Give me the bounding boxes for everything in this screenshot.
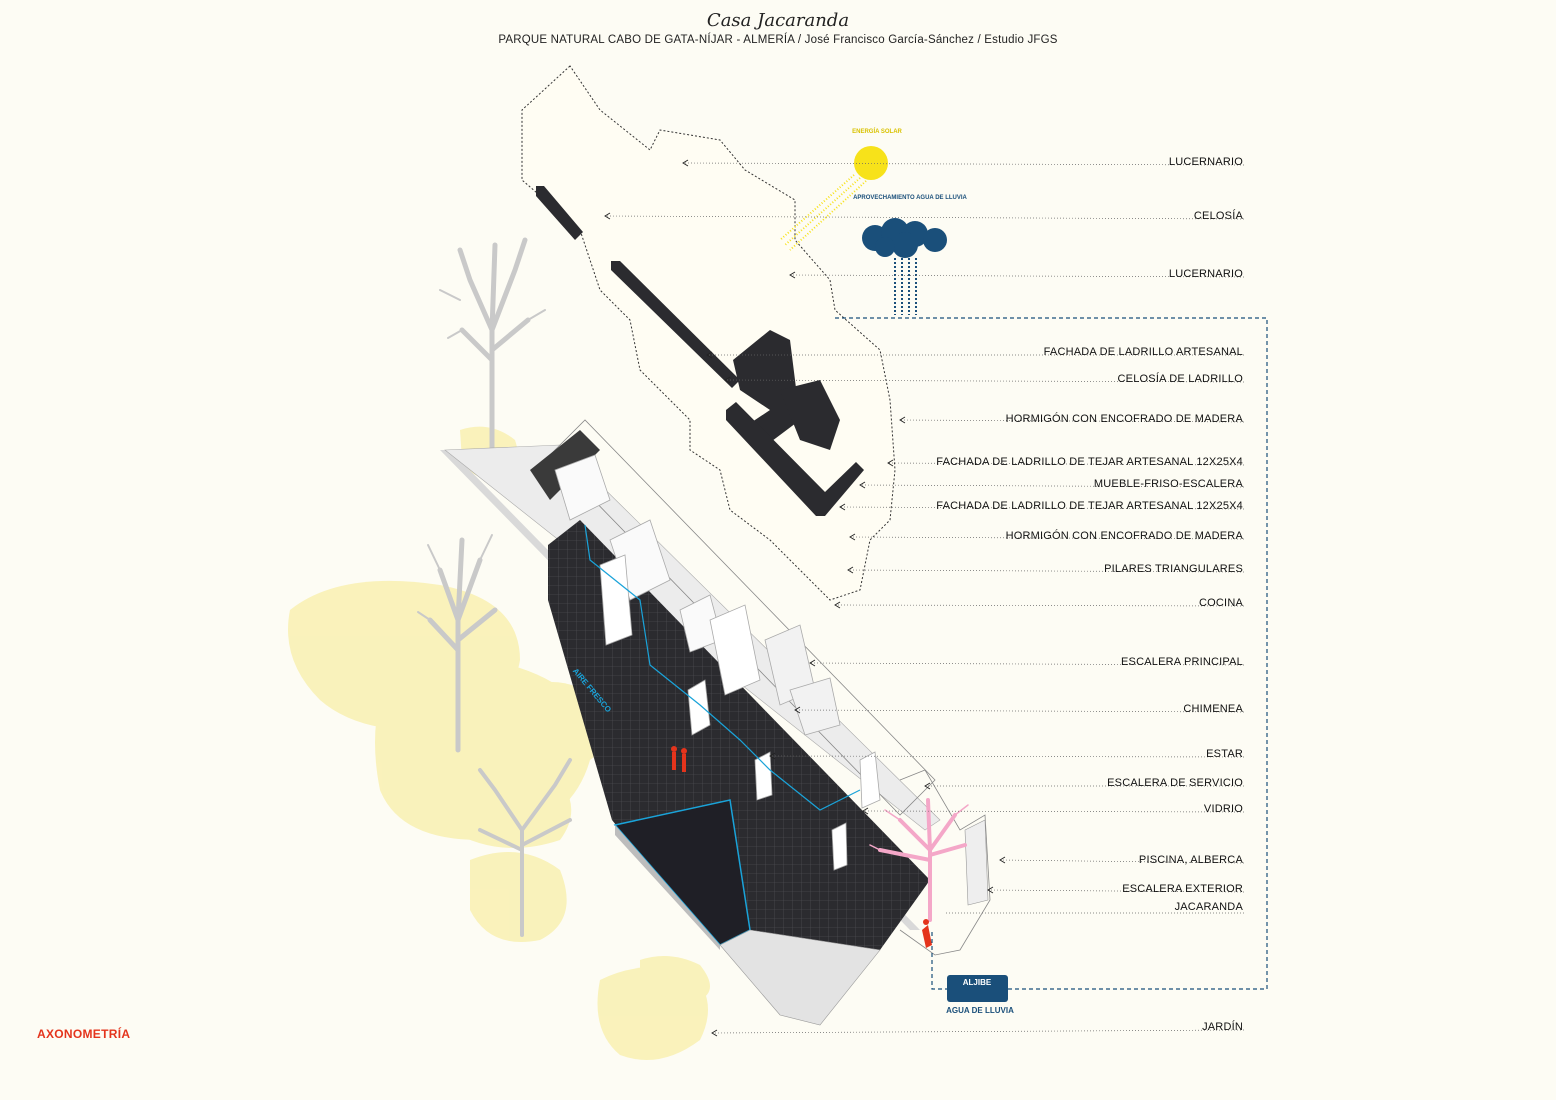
page-title: Casa Jacaranda	[706, 10, 850, 31]
callout-label-8: MUEBLE-FRISO-ESCALERA	[1093, 478, 1243, 490]
leader-arrow-3	[789, 271, 796, 279]
leader-line-9	[839, 506, 1245, 510]
vegetation-haze	[288, 426, 710, 1060]
leader-arrow-2	[604, 212, 611, 220]
callout-arrows	[604, 159, 1006, 1037]
leader-line-8	[859, 484, 1245, 488]
leader-line-19	[987, 889, 1245, 893]
leader-line-15	[769, 755, 1245, 758]
upper-floor-walls	[536, 186, 864, 516]
callout-label-18: PISCINA, ALBERCA	[1138, 854, 1243, 866]
leader-line-17	[862, 810, 1245, 813]
ground-floor	[440, 419, 991, 1026]
leader-arrow-18	[999, 856, 1006, 864]
callout-label-6: HORMIGÓN CON ENCOFRADO DE MADERA	[1005, 413, 1243, 425]
callout-label-17: VIDRIO	[1203, 803, 1243, 815]
rainwater-label: APROVECHAMIENTO AGUA DE LLUVIA	[853, 195, 967, 201]
leader-arrow-9	[839, 503, 846, 511]
leader-arrow-6	[899, 416, 906, 424]
callout-label-2: CELOSÍA	[1193, 210, 1243, 222]
callout-label-20: JARDÍN	[1202, 1021, 1243, 1033]
human-figures	[671, 746, 932, 948]
leader-arrow-17	[862, 807, 869, 815]
leader-arrow-1	[682, 159, 689, 167]
leader-line-13	[809, 662, 1245, 666]
leader-arrow-11	[847, 566, 854, 574]
rainwater-pipe	[835, 317, 1268, 990]
leader-line-20	[711, 1029, 1245, 1034]
leader-arrow-16	[924, 782, 931, 790]
tree-silhouettes	[417, 237, 572, 937]
cistern-tank	[947, 975, 1008, 1002]
section-label: AXONOMETRÍA	[37, 1027, 131, 1041]
rain-cloud-icon	[862, 218, 947, 315]
leader-arrow-14	[794, 706, 801, 714]
callout-label-12: COCINA	[1199, 597, 1243, 609]
leader-arrow-15	[769, 752, 776, 760]
leader-arrow-13	[809, 659, 816, 667]
callout-label-10: HORMIGÓN CON ENCOFRADO DE MADERA	[1005, 530, 1243, 542]
callout-leaders	[604, 162, 1245, 1034]
solar-energy-label: ENERGÍA SOLAR	[852, 127, 902, 135]
callout-label-15: ESTAR	[1206, 748, 1243, 760]
leader-arrow-8	[859, 481, 866, 489]
leader-arrow-4	[706, 351, 713, 359]
leader-arrow-12	[834, 601, 841, 609]
callout-label-5: CELOSÍA DE LADRILLO	[1117, 373, 1243, 385]
upper-floor-outline	[521, 65, 896, 601]
callout-label-3: LUCERNARIO	[1168, 268, 1243, 280]
leader-line-11	[847, 569, 1245, 573]
leader-arrow-5	[724, 376, 731, 384]
callout-label-4: FACHADA DE LADRILLO ARTESANAL	[1043, 346, 1243, 358]
leader-arrow-7	[887, 459, 894, 467]
leader-arrow-20	[711, 1029, 718, 1037]
callout-label-7: FACHADA DE LADRILLO DE TEJAR ARTESANAL 1…	[936, 456, 1243, 468]
callout-label-11: PILARES TRIANGULARES	[1104, 563, 1243, 575]
callout-jacaranda: JACARANDA	[1174, 901, 1243, 913]
leader-line-12	[834, 604, 1245, 607]
leader-line-14	[794, 709, 1245, 713]
leader-line-3	[789, 274, 1245, 278]
cistern-water-label: AGUA DE LLUVIA	[946, 1006, 1014, 1015]
leader-line-5	[724, 379, 1245, 383]
callout-label-14: CHIMENEA	[1183, 703, 1243, 715]
cistern-label: ALJIBE	[963, 978, 992, 987]
leader-arrow-19	[987, 886, 994, 894]
leader-line-1	[682, 162, 1245, 166]
sun-icon	[779, 146, 888, 251]
callout-label-1: LUCERNARIO	[1168, 156, 1243, 168]
page-subtitle: PARQUE NATURAL CABO DE GATA-NÍJAR - ALME…	[498, 34, 1058, 46]
leader-arrow-10	[849, 533, 856, 541]
leader-line-6	[899, 419, 1245, 423]
callout-label-13: ESCALERA PRINCIPAL	[1121, 656, 1243, 668]
callout-label-16: ESCALERA DE SERVICIO	[1107, 777, 1243, 789]
jacaranda-tree	[869, 798, 969, 922]
callout-label-19: ESCALERA EXTERIOR	[1122, 883, 1243, 895]
callout-label-9: FACHADA DE LADRILLO DE TEJAR ARTESANAL 1…	[936, 500, 1243, 512]
